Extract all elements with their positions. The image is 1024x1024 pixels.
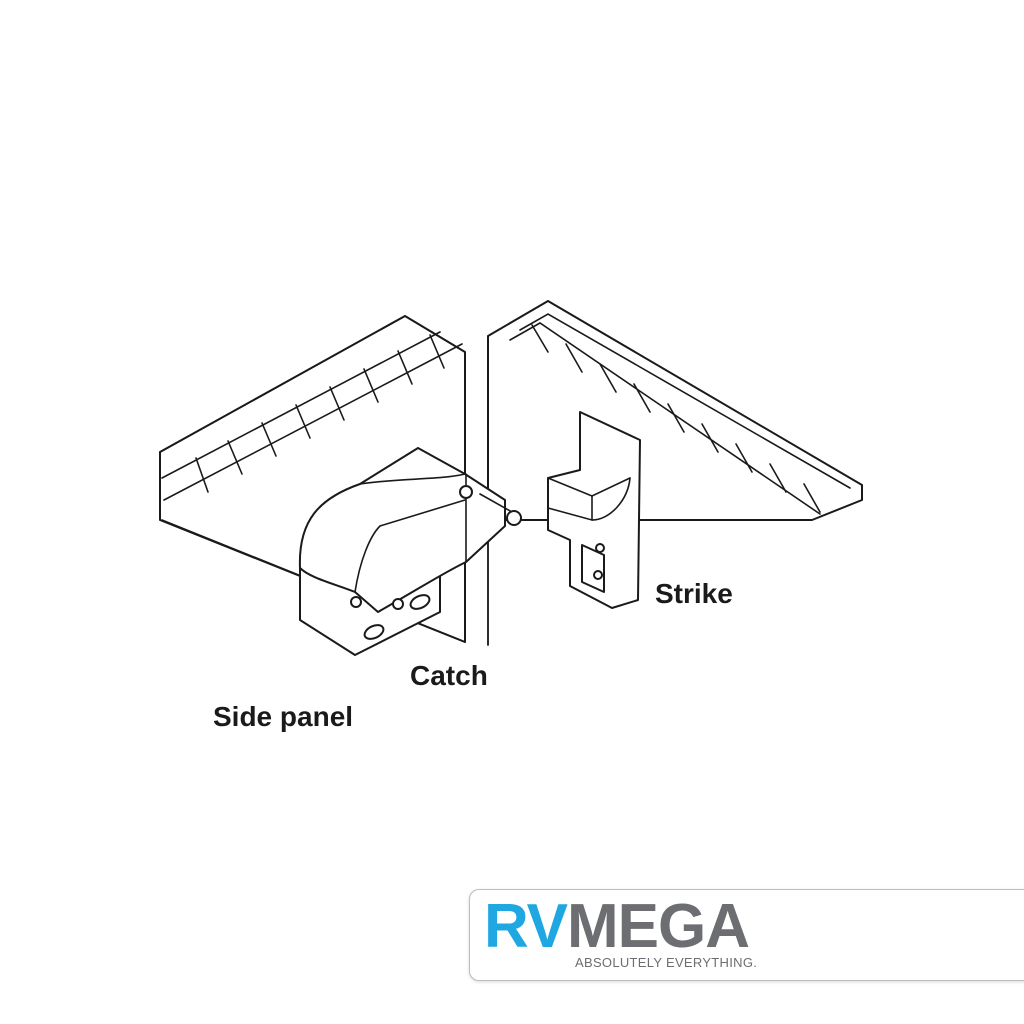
logo-tagline: ABSOLUTELY EVERYTHING.	[575, 955, 758, 970]
logo-wordmark: RVMEGA	[484, 896, 750, 958]
strike-label: Strike	[655, 578, 733, 609]
right-door-edge-hatching	[531, 324, 821, 513]
logo-mega-text: MEGA	[567, 892, 750, 961]
strike-plate	[547, 411, 641, 609]
rvmega-logo: RVMEGA ABSOLUTELY EVERYTHING.	[469, 889, 1024, 981]
logo-rv-text: RV	[484, 892, 568, 961]
side-panel-label: Side panel	[213, 701, 354, 732]
catch-mechanism	[298, 447, 522, 656]
catch-label: Catch	[410, 660, 488, 691]
left-panel-edge-hatching	[195, 334, 445, 493]
